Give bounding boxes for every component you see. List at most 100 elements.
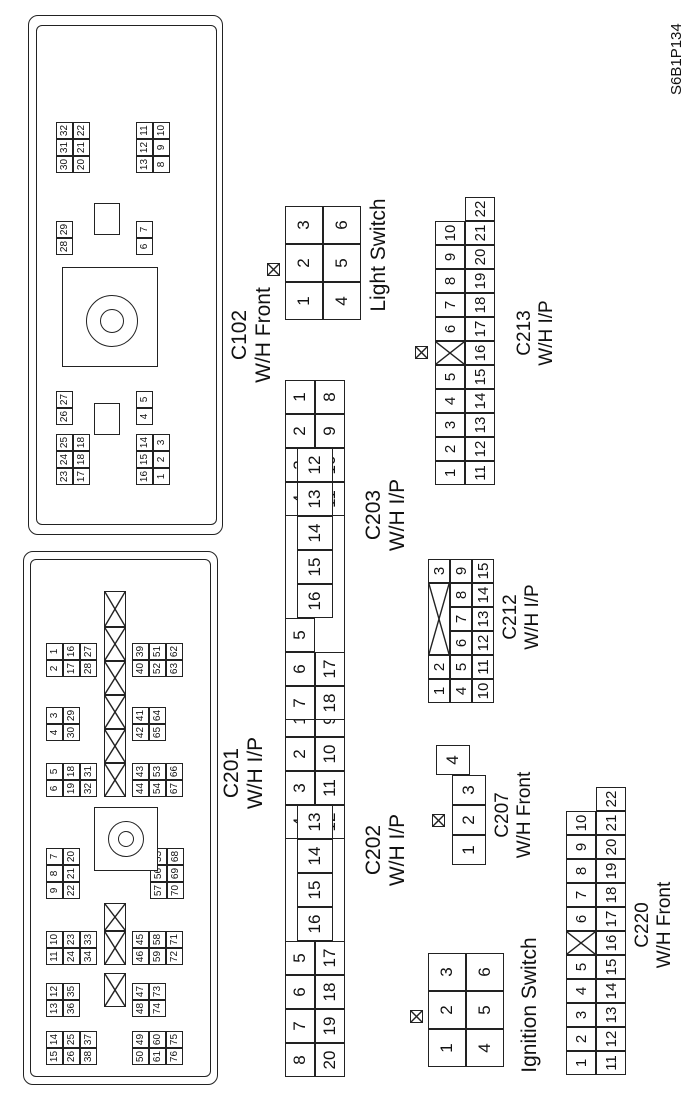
figure-code: S6B1P134: [668, 23, 685, 95]
pin-cell: 5: [466, 991, 504, 1029]
pin-cell: 7: [46, 848, 63, 865]
pin-cell: 36: [63, 1000, 80, 1017]
pin-cell: 3: [285, 206, 323, 244]
pin-cell: 29: [63, 707, 80, 724]
c213-blocked: [435, 341, 465, 365]
pin-cell: 9: [46, 882, 63, 899]
pin-cell: 22: [596, 787, 626, 811]
pin-cell: 3: [435, 413, 465, 437]
pin-cell: 1: [566, 1051, 596, 1075]
connector-desc: W/H I/P: [386, 478, 409, 552]
c201-x-strip: [104, 695, 126, 729]
pin-cell: 53: [149, 763, 166, 780]
pin-cell: 16: [63, 643, 80, 660]
pin-cell: 30: [63, 724, 80, 741]
pin-cell: 74: [149, 1000, 166, 1017]
pin-cell: 3: [153, 434, 170, 451]
connector-name: C207: [492, 792, 513, 838]
connector-desc: W/H Front: [514, 771, 535, 859]
cross-mark: [105, 662, 125, 694]
pin-cell: 27: [56, 391, 73, 408]
pin-cell: 8: [46, 865, 63, 882]
pin-cell: 26: [56, 408, 73, 425]
pin-cell: 24: [63, 948, 80, 965]
pin-cell: 50: [132, 1048, 149, 1065]
pin-cell: 10: [566, 811, 596, 835]
c201-x-strip: [104, 903, 126, 931]
pin-cell: 38: [80, 1048, 97, 1065]
cross-mark: [567, 932, 595, 954]
pin-cell: 32: [56, 122, 73, 139]
pin-cell: 18: [73, 434, 90, 451]
cross-mark: [105, 628, 125, 660]
c201-x-strip: [104, 763, 126, 797]
pin-cell: 8: [435, 269, 465, 293]
pin-cell: 20: [465, 245, 495, 269]
pin-cell: 45: [132, 931, 149, 948]
pin-cell: 14: [46, 1031, 63, 1048]
pin-cell: 23: [63, 931, 80, 948]
pin-cell: 3: [452, 775, 486, 805]
cross-mark: [433, 815, 444, 826]
pin-cell: 28: [56, 238, 73, 255]
connector-name: C202: [362, 824, 385, 876]
pin-cell: 2: [428, 991, 466, 1029]
pin-cell: 4: [435, 389, 465, 413]
pin-cell: 61: [149, 1048, 166, 1065]
ignition-switch-label: Ignition Switch: [518, 915, 542, 1095]
pin-cell: 2: [452, 805, 486, 835]
pin-cell: 30: [56, 156, 73, 173]
pin-cell: 5: [136, 391, 153, 408]
pin-cell: 2: [285, 244, 323, 282]
pin-cell: 41: [132, 707, 149, 724]
cross-mark: [105, 696, 125, 728]
pin-cell: 15: [596, 955, 626, 979]
c220-blocked: [566, 931, 596, 955]
pin-cell: 18: [73, 451, 90, 468]
pin-cell: 1: [428, 1029, 466, 1067]
light-switch-label: Light Switch: [367, 185, 391, 325]
pin-cell: 6: [466, 953, 504, 991]
pin-cell: 2: [428, 655, 450, 679]
pin-cell: 1: [452, 835, 486, 865]
lock-tab-icon: [410, 1010, 423, 1023]
pin-cell: 10: [46, 931, 63, 948]
pin-cell: 43: [132, 763, 149, 780]
pin-cell: 12: [596, 1027, 626, 1051]
pin-cell: 17: [63, 660, 80, 677]
lock-tab-icon: [415, 346, 428, 359]
pin-cell: 6: [566, 907, 596, 931]
pin-cell: 47: [132, 983, 149, 1000]
pin-cell: 5: [566, 955, 596, 979]
pin-cell: 33: [80, 931, 97, 948]
pin-cell: 5: [450, 655, 472, 679]
pin-cell: 1: [46, 643, 63, 660]
pin-cell: 11: [46, 948, 63, 965]
pin-cell: 7: [566, 883, 596, 907]
pin-cell: 13: [596, 1003, 626, 1027]
pin-cell: 23: [56, 468, 73, 485]
pin-cell: 66: [166, 763, 183, 780]
pin-cell: 32: [80, 780, 97, 797]
pin-cell: 42: [132, 724, 149, 741]
pin-cell: 5: [323, 244, 361, 282]
connector-name: C102: [228, 309, 251, 361]
pin-cell: 10: [153, 122, 170, 139]
pin-cell: 69: [167, 865, 184, 882]
pin-cell: 67: [166, 780, 183, 797]
pin-cell: 58: [149, 931, 166, 948]
connector-desc: W/H Front: [654, 881, 675, 969]
pin-cell: 2: [566, 1027, 596, 1051]
pin-cell: 76: [166, 1048, 183, 1065]
cross-mark: [105, 974, 125, 1006]
c201-x-strip: [104, 591, 126, 627]
pin-cell: 46: [132, 948, 149, 965]
pin-cell: 6: [450, 631, 472, 655]
pin-cell: 3: [428, 559, 450, 583]
c201-x-strip: [104, 973, 126, 1007]
pin-cell: 11: [596, 1051, 626, 1075]
